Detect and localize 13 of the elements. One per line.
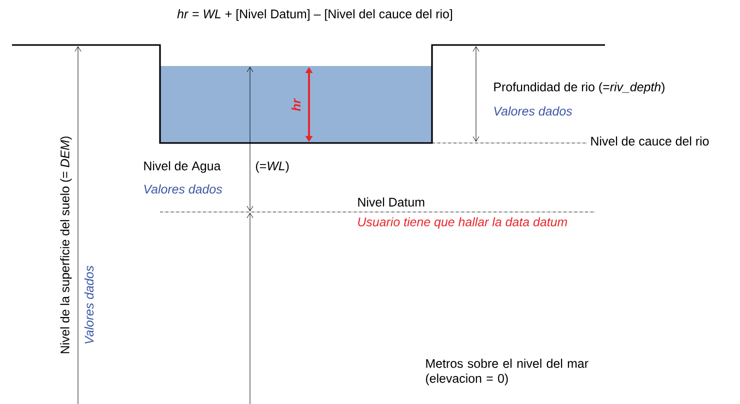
label: Valores dados (494, 106, 572, 116)
note-text: Metros sobre el nivel del mar (elevacion = 0) (426, 358, 588, 386)
label: (=WL) (256, 161, 289, 173)
label: Usuario tiene que hallar la data datum (358, 217, 568, 229)
label: Nivel de la superficie del suelo (= DEM) (60, 136, 72, 354)
label: Nivel Datum (358, 197, 424, 207)
label: Nivel de Agua (144, 161, 221, 173)
label: Profundidad de rio (=riv_depth) (494, 82, 664, 94)
label: Nivel de cauce del rio (591, 136, 709, 146)
label: Valores dados (144, 184, 222, 194)
dimension-label: hr (291, 98, 301, 112)
formula-title: hr = WL + [Nivel Datum] – [Nivel del cauce del rio] (177, 9, 452, 21)
label: Valores dados (84, 266, 94, 344)
